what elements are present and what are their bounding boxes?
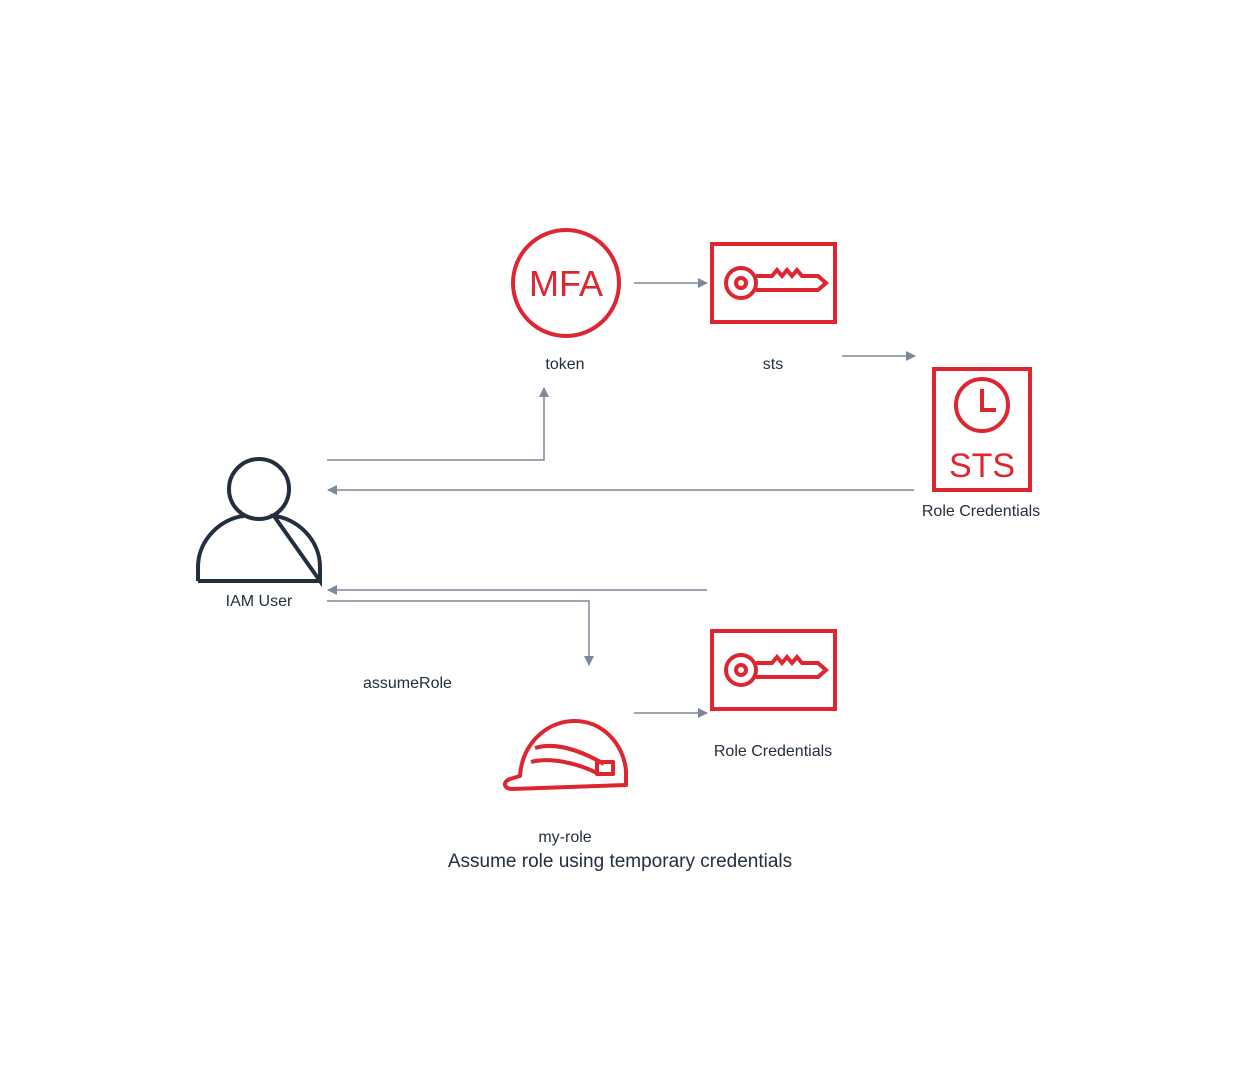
role-credentials-key-label: Role Credentials [713,743,833,760]
key-icon[interactable] [710,629,837,711]
sts-icon-text: STS [949,447,1015,485]
sts-token-icon[interactable]: STS [932,367,1032,492]
mfa-icon-text: MFA [529,263,603,304]
mfa-icon[interactable]: MFA [511,228,621,338]
edges [327,278,916,718]
token-label: token [545,356,585,373]
edge-user-to-my-role [327,600,594,666]
user-icon[interactable] [196,457,322,588]
my-role-label: my-role [538,829,592,846]
edge-user-to-token [327,387,549,461]
diagram-caption: Assume role using temporary credentials [447,851,793,872]
iam-user-label: IAM User [225,593,293,610]
assume-role-edge-label: assumeRole [363,675,452,692]
role-credentials-sts-label: Role Credentials [921,503,1041,520]
role-helmet-icon[interactable] [503,718,628,791]
sts-label: sts [762,356,784,373]
key-icon[interactable] [710,242,837,324]
